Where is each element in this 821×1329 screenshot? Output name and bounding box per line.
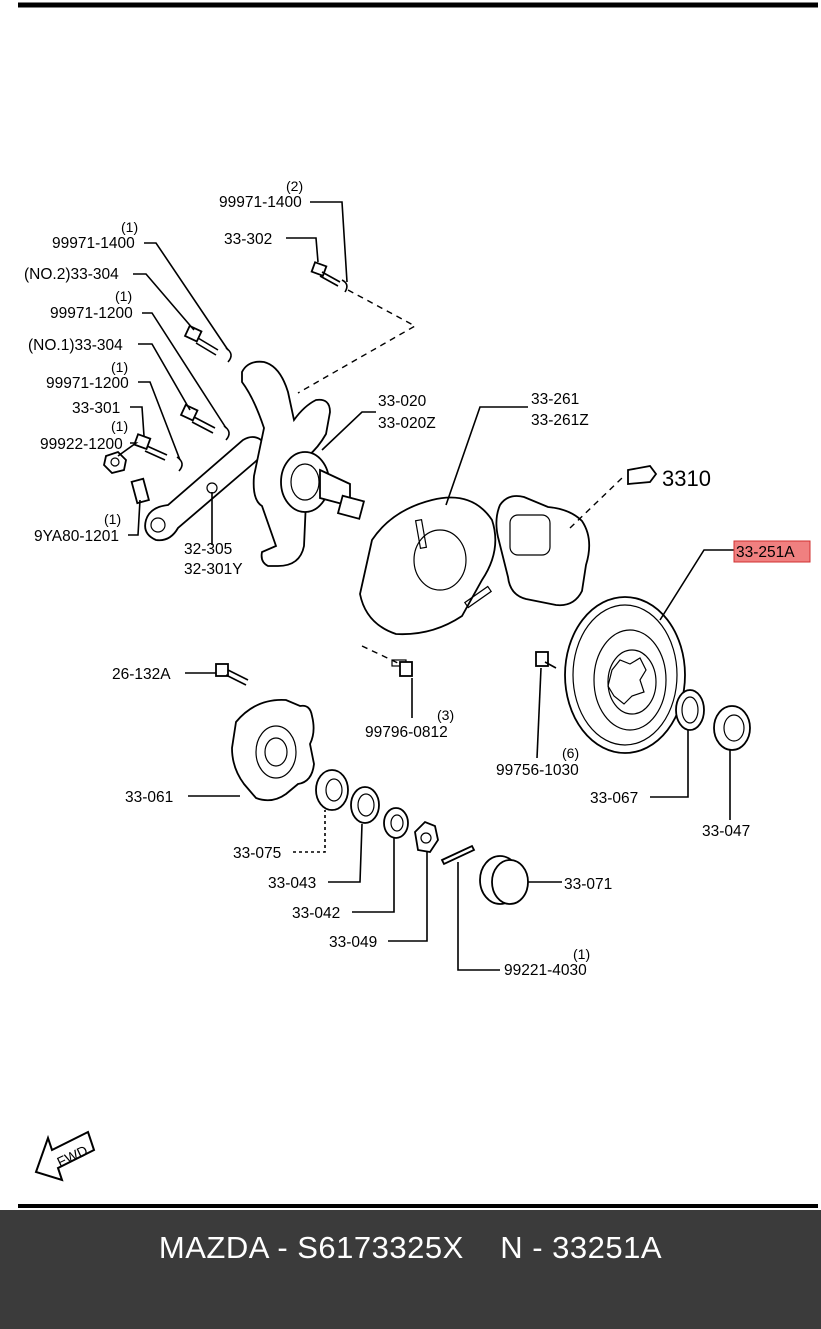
- qty-9ya80-1201: (1): [104, 511, 121, 527]
- bolt-33-301-drawing: [133, 433, 183, 472]
- footer-part-number: MAZDA - S6173325X N - 33251A: [158, 1230, 663, 1265]
- part-no1-33-304[interactable]: (NO.1)33-304: [28, 337, 123, 354]
- bolt-33-302-drawing: [310, 261, 348, 293]
- leader-33-049: [388, 852, 428, 942]
- bolt-99796-0812-drawing: [391, 659, 413, 677]
- part-33-261z[interactable]: 33-261Z: [531, 412, 589, 429]
- qty-99971-1400-top: (2): [286, 178, 303, 194]
- leader-33-301: [130, 406, 145, 437]
- part-33-302[interactable]: 33-302: [224, 231, 272, 248]
- part-no2-33-304[interactable]: (NO.2)33-304: [24, 266, 119, 283]
- washer-33-042-drawing: [383, 807, 409, 839]
- part-99971-1400[interactable]: 99971-1400: [52, 235, 135, 252]
- leader-33-067: [650, 730, 689, 798]
- caliper-icon: [627, 465, 658, 485]
- footer-bar: MAZDA - S6173325X N - 33251A: [0, 1210, 821, 1329]
- seal-33-067-drawing: [675, 689, 705, 731]
- leader-33-261: [445, 406, 528, 506]
- part-99922-1200[interactable]: 99922-1200: [40, 436, 123, 453]
- part-99756-1030[interactable]: 99756-1030: [496, 762, 579, 779]
- part-33-261[interactable]: 33-261: [531, 391, 579, 408]
- hub-cap-33-071-drawing: [479, 855, 529, 905]
- part-33-049[interactable]: 33-049: [329, 934, 377, 951]
- bolt-26-132a-drawing: [215, 663, 249, 686]
- part-33-251a[interactable]: 33-251A: [736, 544, 795, 561]
- qty-99971-1400: (1): [121, 219, 138, 235]
- qty-99922-1200: (1): [111, 418, 128, 434]
- brake-disc-drawing: [564, 596, 686, 754]
- part-3310[interactable]: 3310: [662, 466, 711, 491]
- part-99971-1200-b[interactable]: 99971-1200: [46, 375, 129, 392]
- leader-99971-1200-b: [138, 381, 181, 461]
- part-99796-0812[interactable]: 99796-0812: [365, 724, 448, 741]
- part-33-071[interactable]: 33-071: [564, 876, 612, 893]
- leader-33-075: [293, 810, 326, 853]
- leader-33-043: [328, 823, 363, 883]
- bolt-99756-1030-drawing: [535, 651, 557, 669]
- bearing-33-075-drawing: [315, 769, 349, 811]
- leader-99971-1200-a: [142, 312, 227, 429]
- part-32-305[interactable]: 32-305: [184, 541, 232, 558]
- fwd-arrow-icon: FWD: [34, 1130, 96, 1182]
- part-26-132a[interactable]: 26-132A: [112, 666, 171, 683]
- guide-33-302: [297, 289, 417, 394]
- bearing-33-047-drawing: [713, 705, 751, 751]
- leader-33-042: [352, 838, 395, 913]
- caliper-drawing: [495, 495, 591, 607]
- stud-9ya80-1201-drawing: [130, 477, 151, 505]
- qty-99796-0812: (3): [437, 707, 454, 723]
- leader-99922-1200: [117, 442, 139, 457]
- leader-33-020: [321, 411, 376, 451]
- leader-9ya80-1201: [128, 499, 141, 536]
- part-33-075[interactable]: 33-075: [233, 845, 281, 862]
- leader-99971-1400: [144, 242, 229, 351]
- part-32-301y[interactable]: 32-301Y: [184, 561, 243, 578]
- qty-99971-1200-b: (1): [111, 359, 128, 375]
- part-99221-4030[interactable]: 99221-4030: [504, 962, 587, 979]
- part-33-042[interactable]: 33-042: [292, 905, 340, 922]
- part-99971-1400-top[interactable]: 99971-1400: [219, 194, 302, 211]
- qty-99221-4030: (1): [573, 946, 590, 962]
- part-33-067[interactable]: 33-067: [590, 790, 638, 807]
- guide-3310: [569, 477, 623, 529]
- dust-shield-drawing: [359, 496, 497, 636]
- qty-99971-1200-a: (1): [115, 288, 132, 304]
- leader-99756-1030: [536, 667, 542, 759]
- leader-99221-4030: [457, 862, 500, 971]
- leader-33-251a: [659, 549, 734, 621]
- part-33-020[interactable]: 33-020: [378, 393, 427, 410]
- part-33-043[interactable]: 33-043: [268, 875, 316, 892]
- part-99971-1200-a[interactable]: 99971-1200: [50, 305, 133, 322]
- pin-99221-4030-drawing: [440, 844, 476, 866]
- part-33-020z[interactable]: 33-020Z: [378, 415, 436, 432]
- highlight-33-251a: [733, 540, 811, 563]
- hub-drawing: [231, 699, 315, 802]
- leader-99971-1400-top: [310, 201, 348, 283]
- part-33-301[interactable]: 33-301: [72, 400, 120, 417]
- guide-99796: [361, 645, 401, 665]
- leader-33-302: [286, 237, 319, 263]
- part-33-047[interactable]: 33-047: [702, 823, 750, 840]
- nut-99922-1200-drawing: [103, 450, 127, 474]
- leader-no1-33-304: [138, 343, 191, 411]
- part-9ya80-1201[interactable]: 9YA80-1201: [34, 528, 119, 545]
- nut-33-049-drawing: [414, 820, 439, 853]
- leader-no2-33-304: [133, 273, 195, 331]
- bolt-no1-33-304-drawing: [179, 403, 230, 441]
- parts-diagram: (2) 99971-1400 33-302 (1) 99971-1400 (NO…: [18, 2, 818, 1208]
- qty-99756-1030: (6): [562, 745, 579, 761]
- seal-33-043-drawing: [350, 786, 380, 824]
- part-33-061[interactable]: 33-061: [125, 789, 173, 806]
